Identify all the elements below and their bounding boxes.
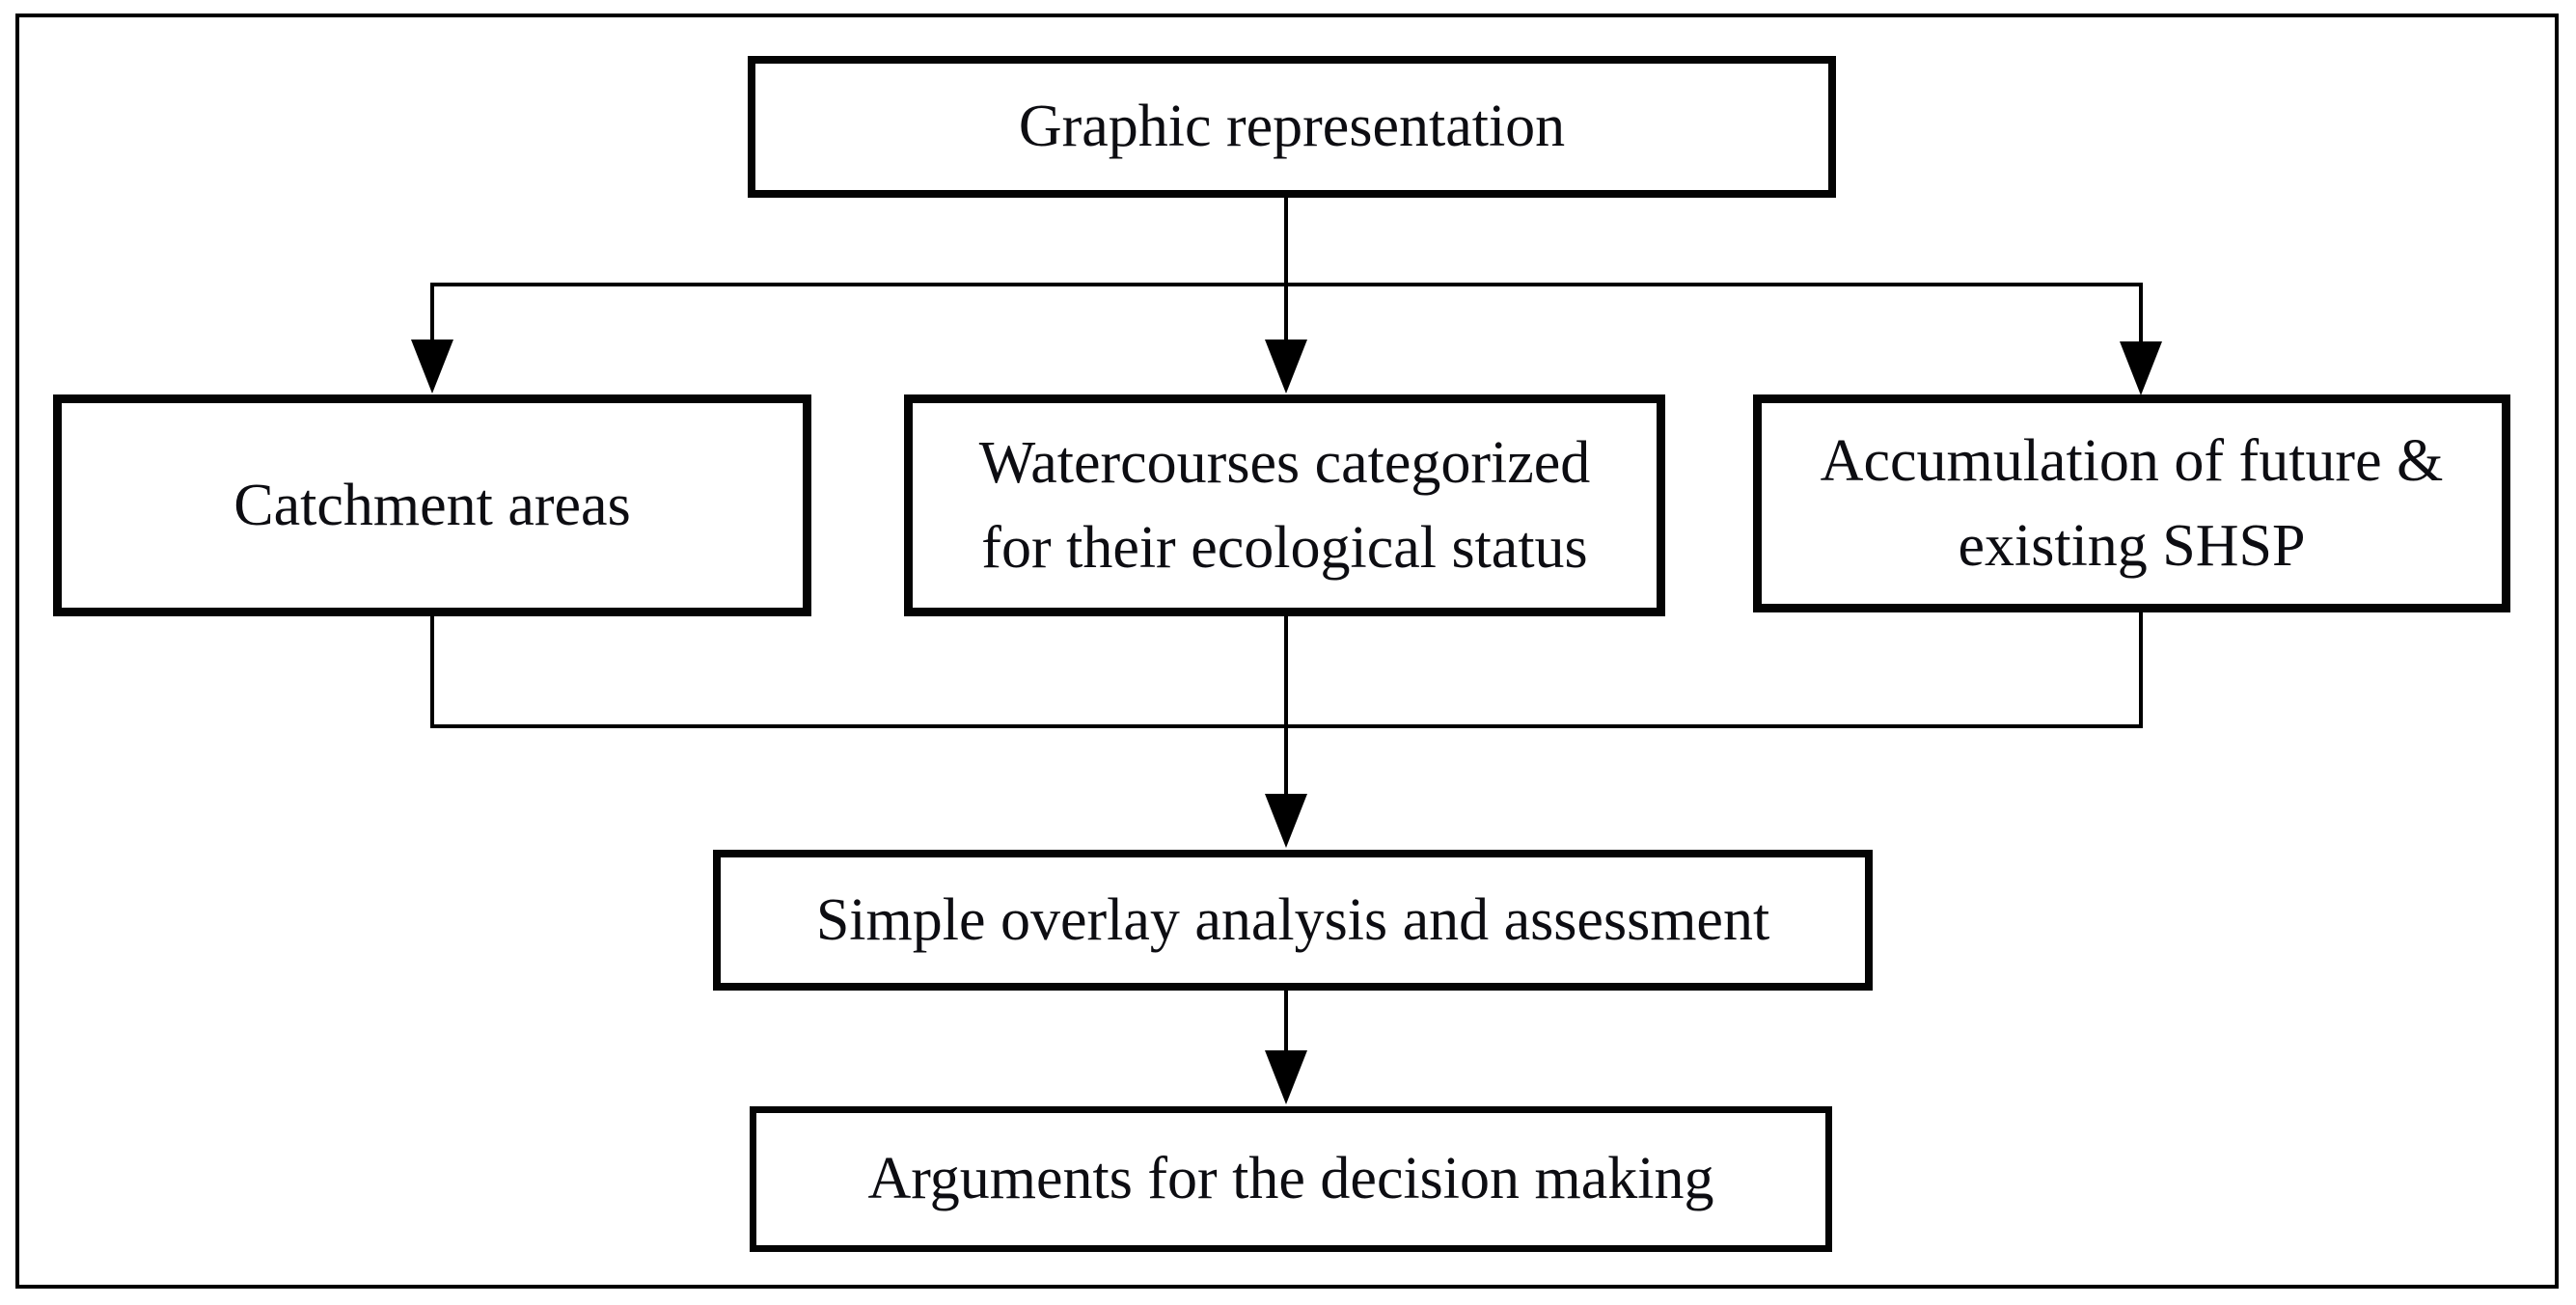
node-overlay-analysis: Simple overlay analysis and assessment — [713, 850, 1873, 991]
node-label: Catchment areas — [233, 472, 631, 538]
arrowhead — [411, 340, 453, 394]
node-label: Simple overlay analysis and assessment — [815, 886, 1770, 953]
node-decision-arguments: Arguments for the decision making — [750, 1106, 1832, 1252]
node-graphic-representation: Graphic representation — [748, 56, 1836, 198]
node-label: Watercourses categorized for their ecolo… — [978, 429, 1591, 581]
node-catchment-areas: Catchment areas — [53, 394, 811, 616]
node-accumulation-shsp: Accumulation of future & existing SHSP — [1753, 394, 2510, 612]
node-watercourses: Watercourses categorized for their ecolo… — [904, 394, 1665, 616]
arrowhead — [1265, 340, 1307, 394]
figure-border — [15, 14, 2559, 1289]
node-label: Accumulation of future & existing SHSP — [1820, 427, 2444, 579]
node-label: Graphic representation — [1018, 94, 1566, 160]
arrowhead — [1265, 1050, 1307, 1104]
arrowhead — [2120, 341, 2162, 395]
arrowhead — [1265, 794, 1307, 848]
node-label: Arguments for the decision making — [867, 1146, 1714, 1212]
